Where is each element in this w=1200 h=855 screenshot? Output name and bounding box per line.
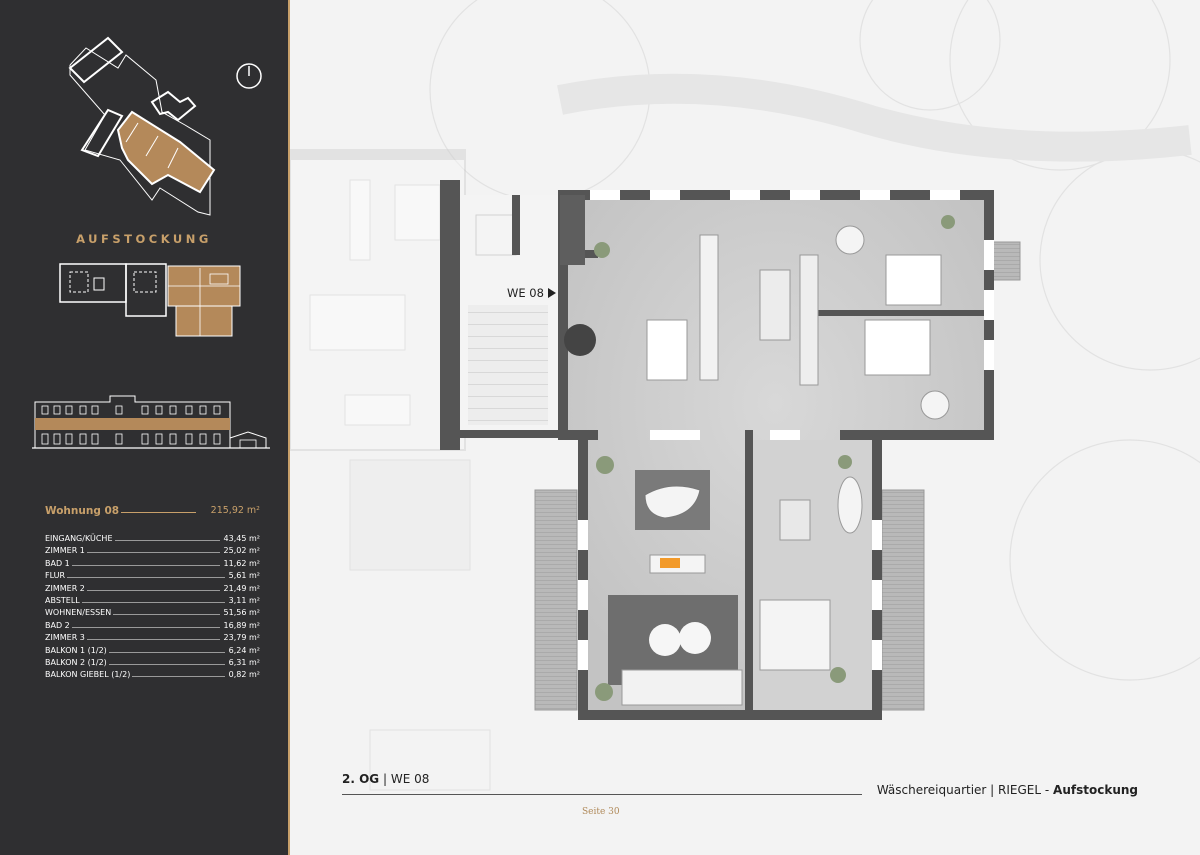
room-name: BALKON 1 (1/2)	[45, 644, 109, 657]
unit-label-group	[548, 288, 556, 298]
list-item: BALKON GIEBEL (1/2) 0,82 m²	[45, 669, 260, 682]
room-area: 23,79 m²	[219, 632, 260, 645]
balcony-right	[881, 489, 925, 711]
room-area-list: EINGANG/KÜCHE 43,45 m² ZIMMER 1 25,02 m² B…	[45, 533, 260, 682]
room-area: 21,49 m²	[219, 582, 260, 595]
floor-plan-area: WE 08 2. OG | WE 08 Wäschereiquartier | …	[290, 0, 1200, 855]
section-label: AUFSTOCKUNG	[76, 232, 212, 246]
page-number: Seite 30	[582, 807, 620, 817]
room-name: WOHNEN/ESSEN	[45, 607, 114, 620]
room-area: 6,31 m²	[224, 656, 260, 670]
site-plan-icon	[68, 36, 262, 216]
room-area: 11,62 m²	[219, 557, 260, 571]
list-item: WOHNEN/ESSEN 51,56 m²	[45, 607, 260, 620]
page-footer: 2. OG | WE 08 Wäschereiquartier | RIEGEL…	[342, 772, 1152, 812]
list-item: ZIMMER 3 23,79 m²	[45, 632, 260, 645]
room-area: 16,89 m²	[219, 619, 260, 633]
room-name: BALKON 2 (1/2)	[45, 656, 109, 670]
site-context	[429, 0, 1200, 681]
room-area: 5,61 m²	[224, 570, 260, 583]
floor-name: 2. OG	[342, 772, 380, 786]
room-name: FLUR	[45, 570, 68, 583]
project-name: Wäschereiquartier | RIEGEL -	[876, 783, 1050, 797]
north-arrow-icon	[236, 63, 262, 89]
list-item: BALKON 2 (1/2) 6,31 m²	[45, 656, 260, 670]
balcony-gable	[989, 241, 1021, 281]
furniture	[564, 215, 955, 706]
windows	[578, 190, 994, 670]
unit-area: 215,92 m²	[210, 505, 260, 516]
room-area: 51,56 m²	[219, 607, 260, 620]
floor-unit: WE 08	[390, 772, 430, 786]
room-name: BAD 1	[45, 557, 72, 571]
room-name: ZIMMER 2	[45, 582, 87, 595]
list-item: FLUR 5,61 m²	[45, 570, 260, 583]
footer-divider	[342, 794, 862, 795]
list-item: BAD 1 11,62 m²	[45, 557, 260, 571]
list-item: ZIMMER 1 25,02 m²	[45, 545, 260, 558]
room-name: ABSTELL	[45, 594, 82, 608]
balcony-left	[534, 489, 578, 711]
sidebar-panel: AUFSTOCKUNG Wohnung 08 215,9	[0, 0, 288, 855]
unit-summary: Wohnung 08 215,92 m²	[45, 505, 260, 523]
room-name: ZIMMER 1	[45, 545, 87, 558]
room-area: 3,11 m²	[224, 594, 260, 608]
elevation-icon	[32, 395, 270, 449]
room-name: BAD 2	[45, 619, 72, 633]
unit-label: WE 08	[507, 286, 544, 300]
project-title: Wäschereiquartier | RIEGEL - Aufstockung	[877, 783, 1138, 797]
room-area: 43,45 m²	[219, 533, 260, 546]
project-phase: Aufstockung	[1053, 783, 1138, 797]
floor-plan-key-icon	[59, 263, 241, 337]
stair-core	[458, 195, 558, 435]
list-item: ABSTELL 3,11 m²	[45, 594, 260, 608]
floor-plan-drawing	[290, 0, 1200, 791]
list-item: ZIMMER 2 21,49 m²	[45, 582, 260, 595]
room-area: 0,82 m²	[224, 669, 260, 682]
divider	[121, 512, 196, 513]
floor-separator: |	[382, 772, 388, 786]
unit-title: Wohnung 08	[45, 505, 120, 517]
neighbor-building	[290, 149, 491, 791]
arrow-right-icon	[548, 288, 556, 298]
room-name: BALKON GIEBEL (1/2)	[45, 669, 133, 682]
list-item: BALKON 1 (1/2) 6,24 m²	[45, 644, 260, 657]
room-name: ZIMMER 3	[45, 632, 87, 645]
floor-label: 2. OG | WE 08	[342, 772, 429, 786]
walls	[440, 180, 994, 720]
room-name: EINGANG/KÜCHE	[45, 533, 115, 546]
sidebar-accent-border	[288, 0, 290, 855]
room-area: 25,02 m²	[219, 545, 260, 558]
list-item: EINGANG/KÜCHE 43,45 m²	[45, 533, 260, 546]
room-area: 6,24 m²	[224, 644, 260, 657]
list-item: BAD 2 16,89 m²	[45, 619, 260, 633]
